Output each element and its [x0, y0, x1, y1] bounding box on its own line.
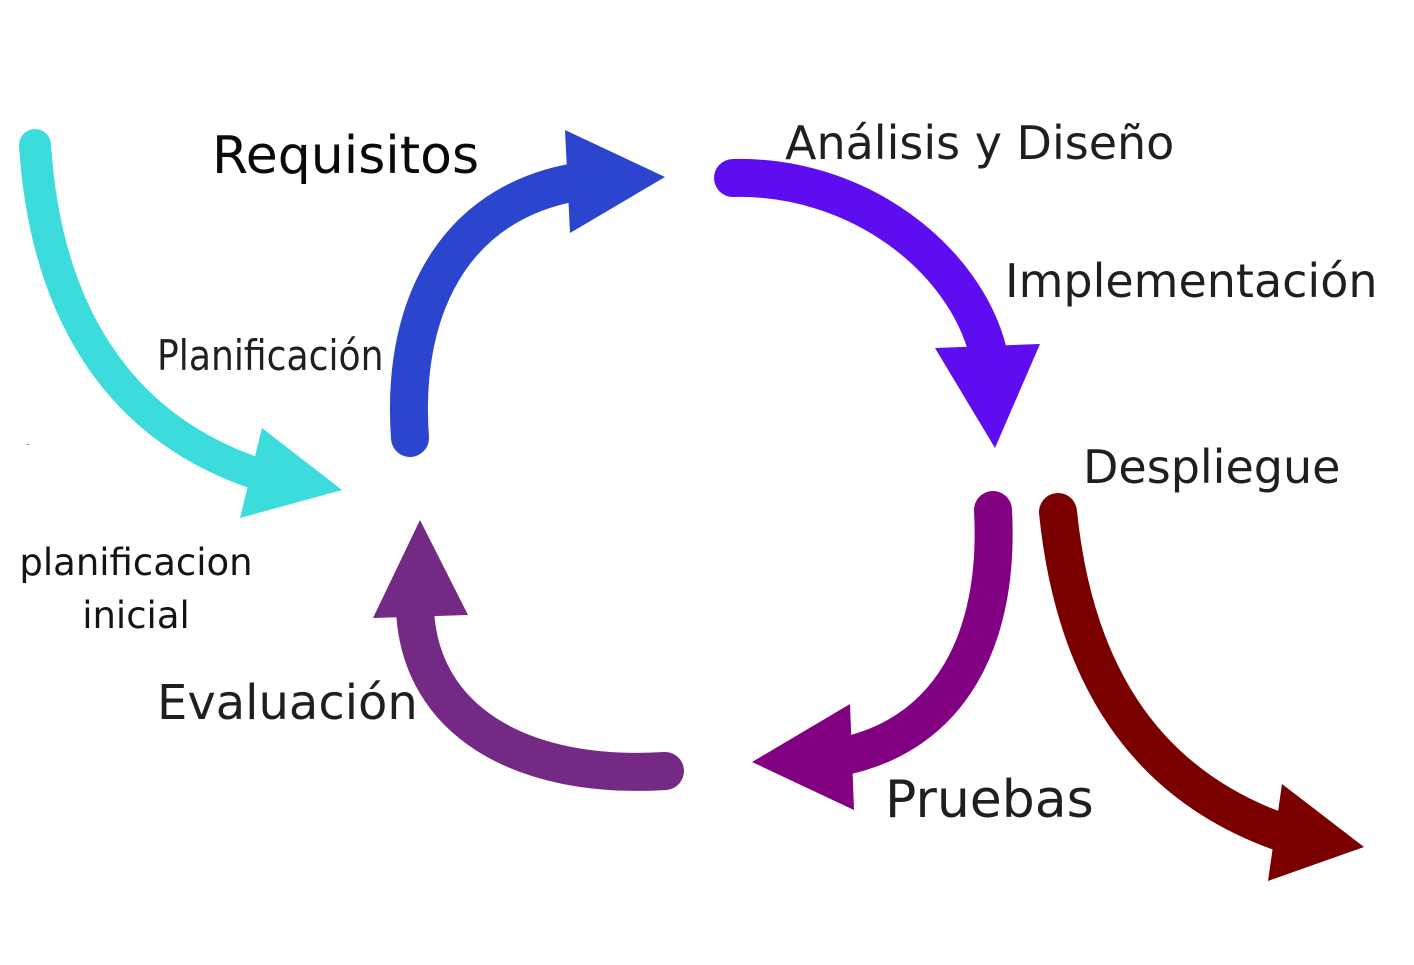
requisitos-arrow [390, 130, 665, 457]
label-evaluacion: Evaluación [157, 675, 418, 731]
label-analisis-diseno: Análisis y Diseño [785, 116, 1175, 170]
label-despliegue: Despliegue [1083, 440, 1341, 494]
label-requisitos: Requisitos [212, 126, 480, 186]
initial-planning-arrow [19, 129, 342, 518]
stray-mark [26, 444, 29, 445]
analisis-diseno-arrow [714, 158, 1040, 448]
label-planificacion-inicial-line1: planificacion [19, 541, 253, 584]
despliegue-arrow [1039, 493, 1364, 881]
evaluacion-arrow [373, 520, 684, 791]
label-pruebas: Pruebas [885, 770, 1094, 830]
label-planificacion-inicial-line2: inicial [82, 594, 190, 637]
label-planificacion-inicial: planificacion inicial [18, 536, 254, 642]
label-implementacion: Implementación [1005, 254, 1378, 308]
pruebas-arrow [752, 491, 1013, 810]
label-planificacion: Planificación [157, 331, 384, 380]
